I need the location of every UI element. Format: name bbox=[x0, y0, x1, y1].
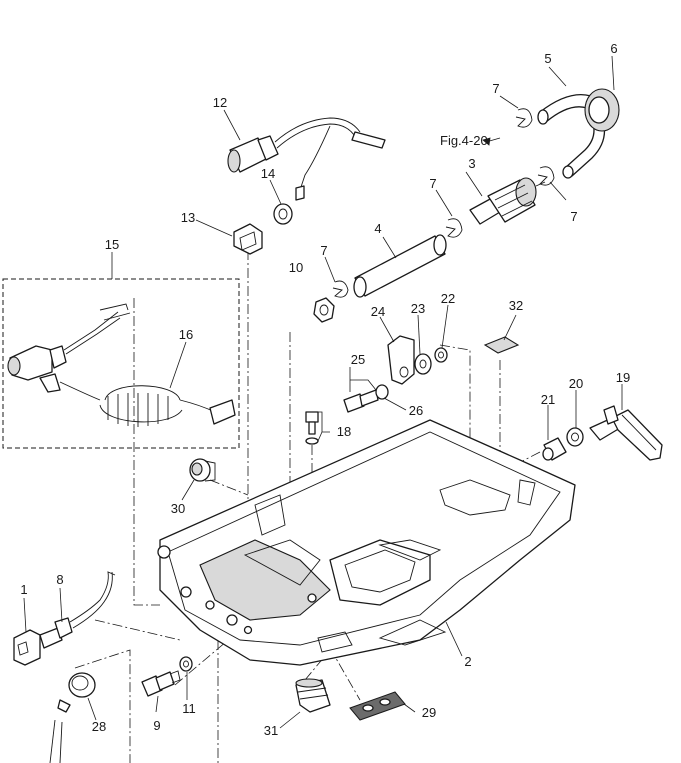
part-23-clip bbox=[414, 353, 432, 375]
part-13-clip bbox=[233, 223, 263, 255]
part-11-washer bbox=[179, 656, 193, 672]
callout-25: 25 bbox=[351, 352, 365, 367]
part-25-bolt bbox=[343, 389, 379, 413]
callout-13: 13 bbox=[181, 210, 195, 225]
callout-4: 4 bbox=[374, 221, 381, 236]
part-26-washer bbox=[375, 384, 389, 400]
part-1-knob bbox=[13, 627, 63, 666]
part-9-fitting bbox=[141, 670, 181, 697]
callout-22: 22 bbox=[441, 291, 455, 306]
callout-19: 19 bbox=[616, 370, 630, 385]
callout-5: 5 bbox=[544, 51, 551, 66]
part-22-washer bbox=[434, 347, 448, 363]
kit-box-15 bbox=[2, 278, 240, 449]
callout-16: 16 bbox=[179, 327, 193, 342]
part-19-handle bbox=[589, 405, 663, 461]
figure-reference: Fig.4-20 bbox=[440, 133, 488, 148]
part-31-grommet bbox=[295, 678, 331, 713]
callout-26: 26 bbox=[409, 403, 423, 418]
callout-8: 8 bbox=[56, 572, 63, 587]
callout-11: 11 bbox=[182, 701, 196, 716]
callout-7-a: 7 bbox=[492, 81, 499, 96]
callout-14: 14 bbox=[261, 166, 275, 181]
part-20-washer bbox=[566, 427, 584, 447]
callout-15: 15 bbox=[105, 237, 119, 252]
callout-3: 3 bbox=[468, 156, 475, 171]
callout-1: 1 bbox=[20, 582, 27, 597]
callout-12: 12 bbox=[213, 95, 227, 110]
part-29-bracket bbox=[349, 691, 406, 721]
callout-labels: 1 2 3 4 5 6 7 7 7 7 8 9 10 11 12 13 14 1… bbox=[20, 41, 630, 738]
callout-7-d: 7 bbox=[320, 243, 327, 258]
callout-24: 24 bbox=[371, 304, 385, 319]
callout-31: 31 bbox=[264, 723, 278, 738]
callout-7-c: 7 bbox=[570, 209, 577, 224]
part-24-bracket bbox=[387, 335, 415, 385]
callout-18: 18 bbox=[337, 424, 351, 439]
bottom-cowling bbox=[157, 419, 576, 666]
callout-28: 28 bbox=[92, 719, 106, 734]
callout-2: 2 bbox=[464, 654, 471, 669]
callout-6: 6 bbox=[610, 41, 617, 56]
part-12-connector bbox=[227, 117, 386, 201]
part-3-pump bbox=[469, 177, 546, 225]
callout-20: 20 bbox=[569, 376, 583, 391]
callout-7-b: 7 bbox=[429, 176, 436, 191]
part-4-rod bbox=[353, 234, 447, 298]
callout-10: 10 bbox=[289, 260, 303, 275]
callout-23: 23 bbox=[411, 301, 425, 316]
callout-30: 30 bbox=[171, 501, 185, 516]
part-30-grommet bbox=[189, 458, 216, 482]
part-28-cap bbox=[68, 672, 96, 698]
callout-21: 21 bbox=[541, 392, 555, 407]
part-10-nut bbox=[313, 297, 335, 323]
part-6-grommet bbox=[584, 88, 620, 132]
harness-end bbox=[49, 699, 71, 763]
part-21-bushing bbox=[542, 437, 567, 461]
part-18-bolt bbox=[305, 411, 319, 445]
callout-29: 29 bbox=[422, 705, 436, 720]
clips-7 bbox=[332, 108, 555, 298]
callout-32: 32 bbox=[509, 298, 523, 313]
callout-9: 9 bbox=[153, 718, 160, 733]
leader-lines bbox=[23, 55, 623, 729]
part-14-washer bbox=[273, 203, 293, 225]
part-32-label bbox=[483, 336, 520, 354]
part-8-wire bbox=[54, 571, 116, 639]
